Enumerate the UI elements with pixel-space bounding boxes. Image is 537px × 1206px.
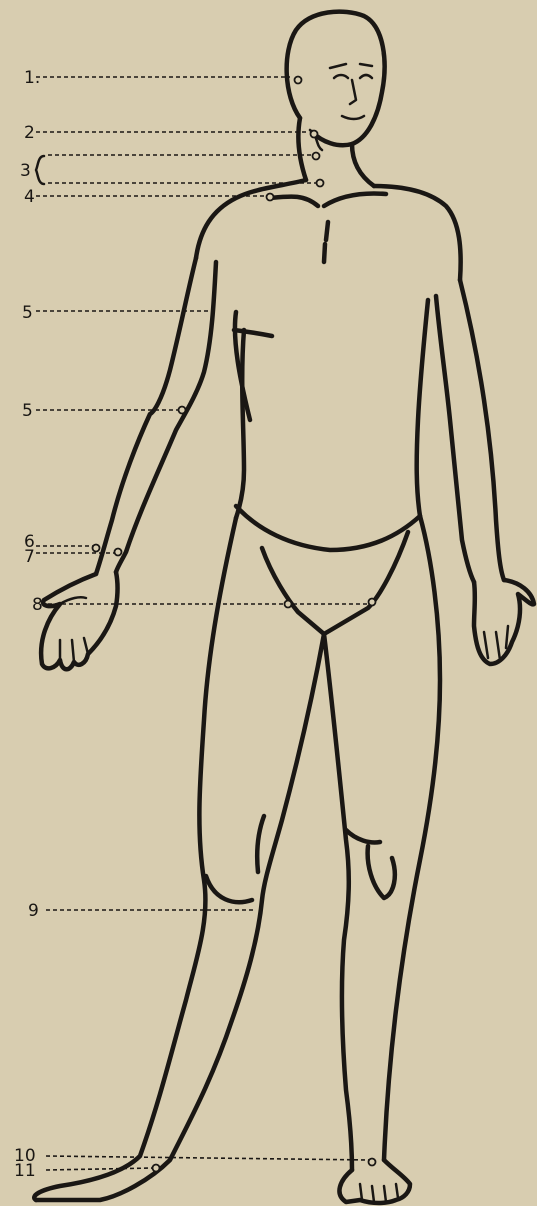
right-flank xyxy=(417,300,428,516)
left-knee xyxy=(257,816,264,872)
pectoral-line xyxy=(234,330,272,336)
right-arm-inner xyxy=(436,296,474,582)
neck-left xyxy=(298,118,306,180)
left-leg-outer xyxy=(34,518,236,1200)
sternum xyxy=(324,222,328,262)
left-arm-outer xyxy=(96,258,196,574)
eye-right xyxy=(360,75,372,78)
point-3b xyxy=(317,180,324,187)
left-thumb xyxy=(60,597,86,604)
clavicle-right xyxy=(324,194,386,207)
point-3 xyxy=(313,153,320,160)
label-4: 4 xyxy=(24,187,35,207)
point-4 xyxy=(267,194,274,201)
right-hand xyxy=(474,580,534,664)
left-fingers xyxy=(60,638,88,662)
label-5b: 5 xyxy=(22,401,33,421)
left-shoulder xyxy=(196,180,306,258)
briefs-left xyxy=(262,548,324,634)
eyebrow-right xyxy=(360,64,372,66)
point-5b xyxy=(179,407,186,414)
leader-11 xyxy=(46,1168,154,1170)
point-7 xyxy=(115,549,122,556)
label-11: 11 xyxy=(14,1161,36,1181)
left-arm-inner xyxy=(116,262,216,572)
right-leg-outer xyxy=(384,516,440,1160)
neck-right xyxy=(352,144,374,186)
label-1: 1. xyxy=(24,68,40,88)
label-3: 3 xyxy=(20,161,31,181)
eye-left xyxy=(334,75,348,78)
point-11 xyxy=(153,1165,160,1172)
number-labels: 1. 2 3 4 5 5 6 7 8 9 10 11 xyxy=(14,68,43,1181)
label-5a: 5 xyxy=(22,303,33,323)
point-1 xyxy=(295,77,302,84)
mouth xyxy=(342,116,364,119)
point-6 xyxy=(93,545,100,552)
nose xyxy=(350,80,356,104)
pointer-lines xyxy=(36,77,370,1170)
clavicle xyxy=(270,196,318,206)
point-8b xyxy=(369,599,376,606)
left-hand xyxy=(41,572,117,669)
brace-3 xyxy=(36,156,44,184)
waistband xyxy=(236,506,420,550)
left-calf xyxy=(206,876,252,902)
right-kneecap xyxy=(368,846,395,898)
label-2: 2 xyxy=(24,123,35,143)
label-8: 8 xyxy=(32,595,43,615)
right-shoulder xyxy=(374,186,461,280)
label-7: 7 xyxy=(24,547,35,567)
label-9: 9 xyxy=(28,901,39,921)
point-8a xyxy=(285,601,292,608)
right-leg-inner xyxy=(324,634,352,1170)
right-knee-lines xyxy=(346,830,380,843)
eyebrow-left xyxy=(330,64,346,68)
point-10 xyxy=(369,1159,376,1166)
right-arm-outer xyxy=(460,280,504,580)
leader-10 xyxy=(46,1156,370,1160)
left-leg-inner xyxy=(36,634,324,1200)
body-outline xyxy=(34,12,534,1203)
point-2 xyxy=(311,131,318,138)
